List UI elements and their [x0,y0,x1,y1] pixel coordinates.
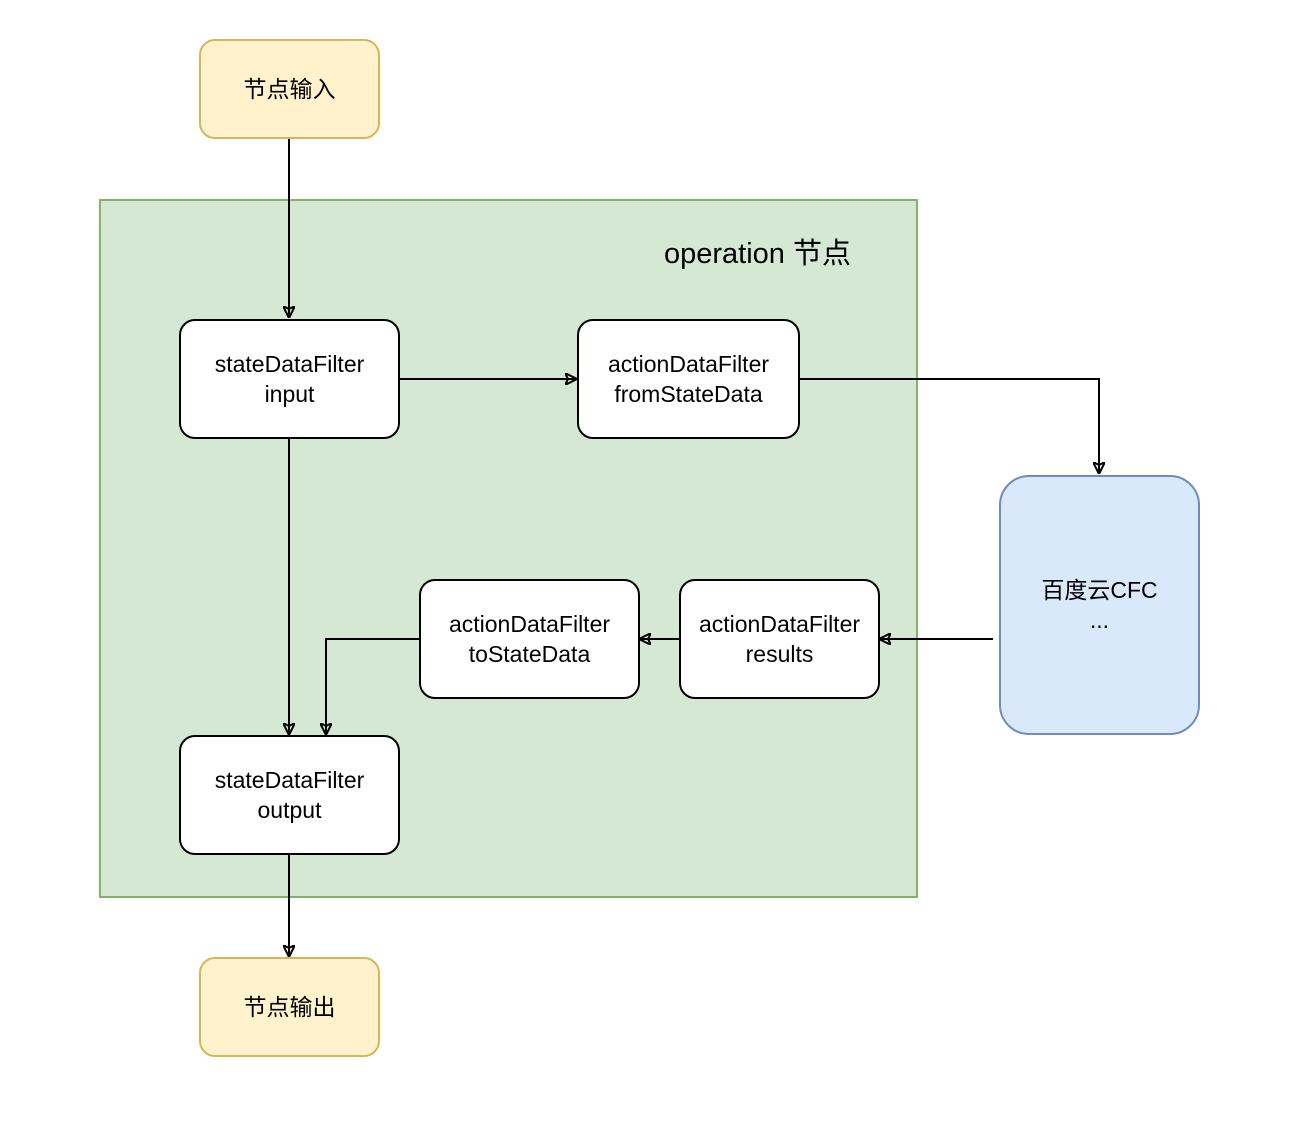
node-results-line1: actionDataFilter [698,611,861,637]
node-baidu-cfc[interactable]: 百度云CFC ... [999,475,1200,735]
node-state-data-filter-output[interactable]: stateDataFilter output [179,735,400,855]
edge-from-state-to-cfc [799,378,1099,473]
node-from-state-line1: actionDataFilter [607,351,770,377]
node-to-state-line1: actionDataFilter [448,611,611,637]
node-input[interactable]: 节点输入 [199,39,380,139]
node-input-label: 节点输入 [243,76,336,102]
node-action-data-filter-from-state[interactable]: actionDataFilter fromStateData [577,319,800,439]
node-cfc-line2: ... [1089,607,1110,633]
node-action-data-filter-to-state[interactable]: actionDataFilter toStateData [419,579,640,699]
edge-to-state-to-state-output [326,638,419,734]
node-output[interactable]: 节点输出 [199,957,380,1057]
operation-node-label: operation 节点 [664,238,851,270]
node-state-input-line1: stateDataFilter [214,351,365,377]
node-cfc-line1: 百度云CFC [1041,577,1158,603]
node-to-state-line2: toStateData [468,641,591,667]
node-state-input-line2: input [264,381,315,407]
node-state-data-filter-input[interactable]: stateDataFilter input [179,319,400,439]
node-output-label: 节点输出 [243,994,336,1020]
node-state-output-line1: stateDataFilter [214,767,365,793]
node-action-data-filter-results[interactable]: actionDataFilter results [679,579,880,699]
node-from-state-line2: fromStateData [614,381,763,407]
node-results-line2: results [745,641,814,667]
node-state-output-line2: output [257,797,322,823]
